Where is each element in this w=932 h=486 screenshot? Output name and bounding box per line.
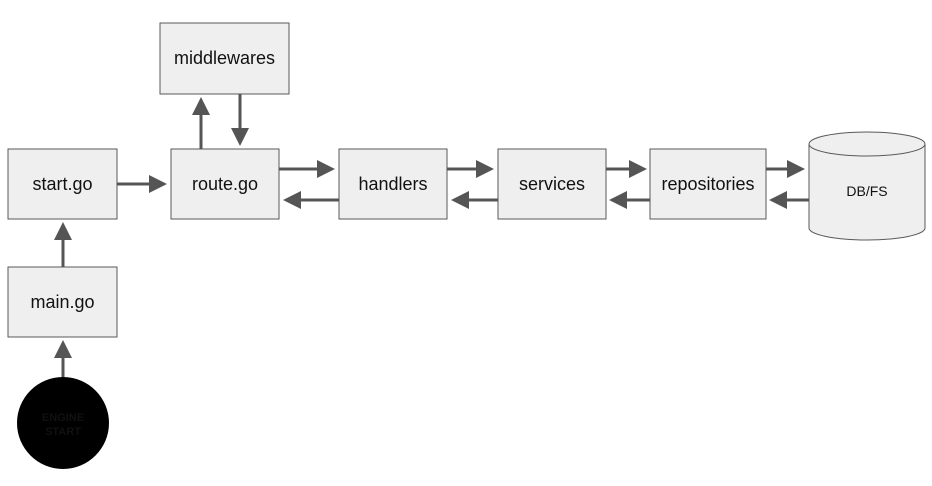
start-go-node: start.go (7, 148, 118, 220)
engine-start-node: ENGINE START (17, 377, 109, 469)
db-fs-node: DB/FS (808, 131, 926, 241)
main-go-node: main.go (7, 266, 118, 338)
main-go-label: main.go (30, 292, 94, 312)
repositories-node: repositories (649, 148, 767, 220)
services-label: services (519, 174, 585, 194)
engine-label-line1: ENGINE (42, 412, 84, 424)
handlers-node: handlers (338, 148, 448, 220)
middlewares-node: middlewares (159, 22, 290, 95)
middlewares-label: middlewares (174, 48, 275, 68)
route-go-label: route.go (192, 174, 258, 194)
db-fs-label: DB/FS (846, 183, 887, 199)
route-go-node: route.go (170, 148, 280, 220)
handlers-label: handlers (358, 174, 427, 194)
repositories-label: repositories (661, 174, 754, 194)
engine-label-line2: START (45, 426, 81, 438)
start-go-label: start.go (32, 174, 92, 194)
services-node: services (497, 148, 607, 220)
